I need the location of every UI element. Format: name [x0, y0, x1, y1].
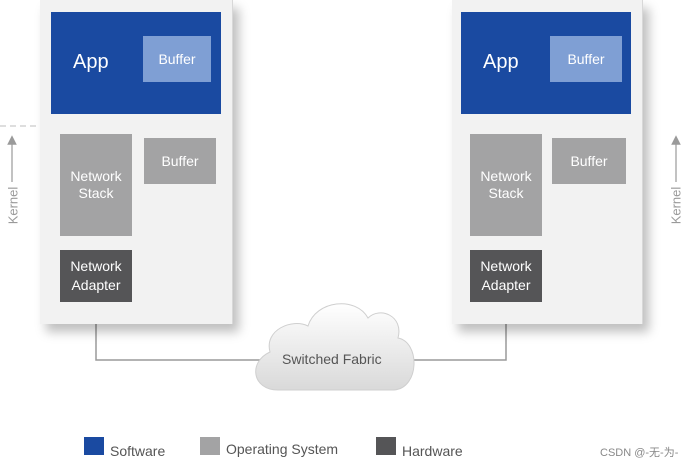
right-fabric-to-adapter-arrow [398, 304, 512, 361]
left-app-label: App [73, 51, 109, 73]
left-fabric-to-adapter-arrow [90, 304, 262, 361]
right-network-adapter: Network Adapter [470, 250, 542, 302]
left-network-adapter: Network Adapter [60, 250, 132, 302]
left-app-buffer: Buffer [143, 36, 211, 82]
legend-os-label: Operating System [226, 441, 339, 457]
legend-software-swatch [84, 437, 104, 455]
right-app-label: App [483, 51, 519, 73]
left-kernel-label: Kernel [5, 186, 21, 225]
right-app-block: App Buffer [461, 12, 631, 114]
switched-fabric-label: Switched Fabric [282, 351, 382, 367]
legend-hardware-label: Hardware [402, 443, 463, 459]
right-network-stack: Network Stack [470, 134, 542, 236]
left-os-buffer: Buffer [144, 138, 216, 184]
watermark: CSDN @-无-为- [600, 447, 679, 459]
right-app-buffer: Buffer [550, 36, 622, 82]
switched-fabric-cloud [255, 303, 415, 391]
right-os-buffer: Buffer [552, 138, 626, 184]
left-app-block: App Buffer [51, 12, 221, 114]
legend-software-label: Software [110, 443, 166, 459]
legend-os-swatch [200, 437, 220, 455]
right-kernel-label: Kernel [668, 186, 684, 225]
left-network-stack: Network Stack [60, 134, 132, 236]
legend-hardware-swatch [376, 437, 396, 455]
